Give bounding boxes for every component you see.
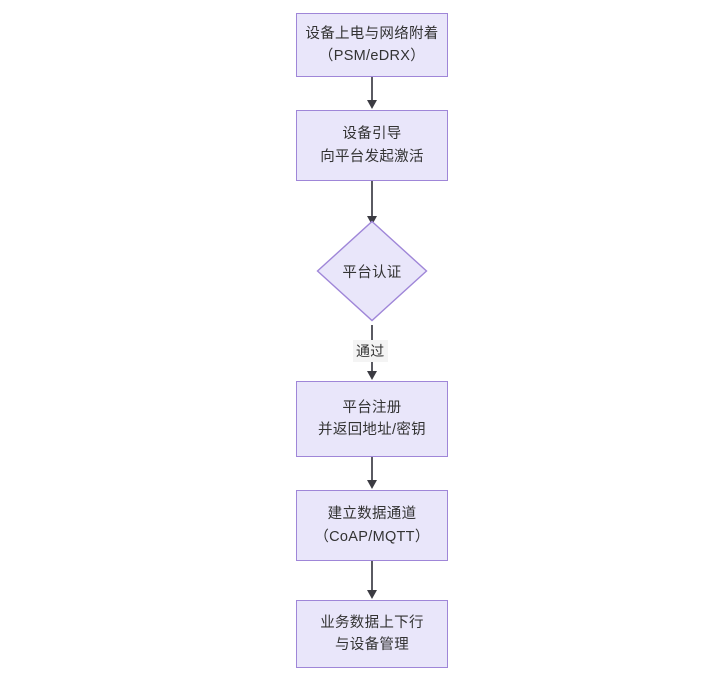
node-power-on-line1: 设备上电与网络附着	[305, 25, 439, 42]
connector-power-on-to-bootstrap	[371, 77, 373, 101]
arrowhead-bootstrap-to-platform-auth	[366, 216, 377, 225]
node-platform-auth-label: 平台认证	[342, 264, 402, 281]
arrowhead-platform-auth-to-platform-register	[366, 371, 377, 380]
edge-label-pass: 通过	[353, 340, 388, 362]
diamond-shape	[316, 220, 428, 322]
node-bootstrap-line2: 向平台发起激活	[320, 148, 424, 165]
connector-platform-register-to-data-channel	[371, 457, 373, 481]
node-platform-register-line1: 平台注册	[342, 399, 402, 416]
node-platform-register[interactable]: 平台注册 并返回地址/密钥	[296, 381, 448, 457]
node-power-on-line2: （PSM/eDRX）	[318, 48, 426, 64]
node-bootstrap-line1: 设备引导	[342, 126, 402, 143]
node-data-channel-line1: 建立数据通道	[327, 506, 417, 523]
node-power-on[interactable]: 设备上电与网络附着 （PSM/eDRX）	[296, 13, 448, 77]
arrowhead-data-channel-to-business-data	[366, 590, 377, 599]
connector-data-channel-to-business-data	[371, 561, 373, 591]
node-data-channel[interactable]: 建立数据通道 （CoAP/MQTT）	[296, 490, 448, 561]
node-business-data[interactable]: 业务数据上下行 与设备管理	[296, 600, 448, 668]
node-business-data-line1: 业务数据上下行	[320, 614, 424, 631]
node-platform-auth[interactable]: 平台认证	[316, 220, 428, 322]
node-business-data-line2: 与设备管理	[335, 637, 409, 653]
connector-bootstrap-to-platform-auth	[371, 181, 373, 217]
arrowhead-power-on-to-bootstrap	[366, 100, 377, 109]
node-bootstrap[interactable]: 设备引导 向平台发起激活	[296, 110, 448, 181]
arrowhead-platform-register-to-data-channel	[366, 480, 377, 489]
node-platform-register-line2: 并返回地址/密钥	[318, 422, 426, 438]
node-data-channel-line2: （CoAP/MQTT）	[314, 528, 430, 545]
